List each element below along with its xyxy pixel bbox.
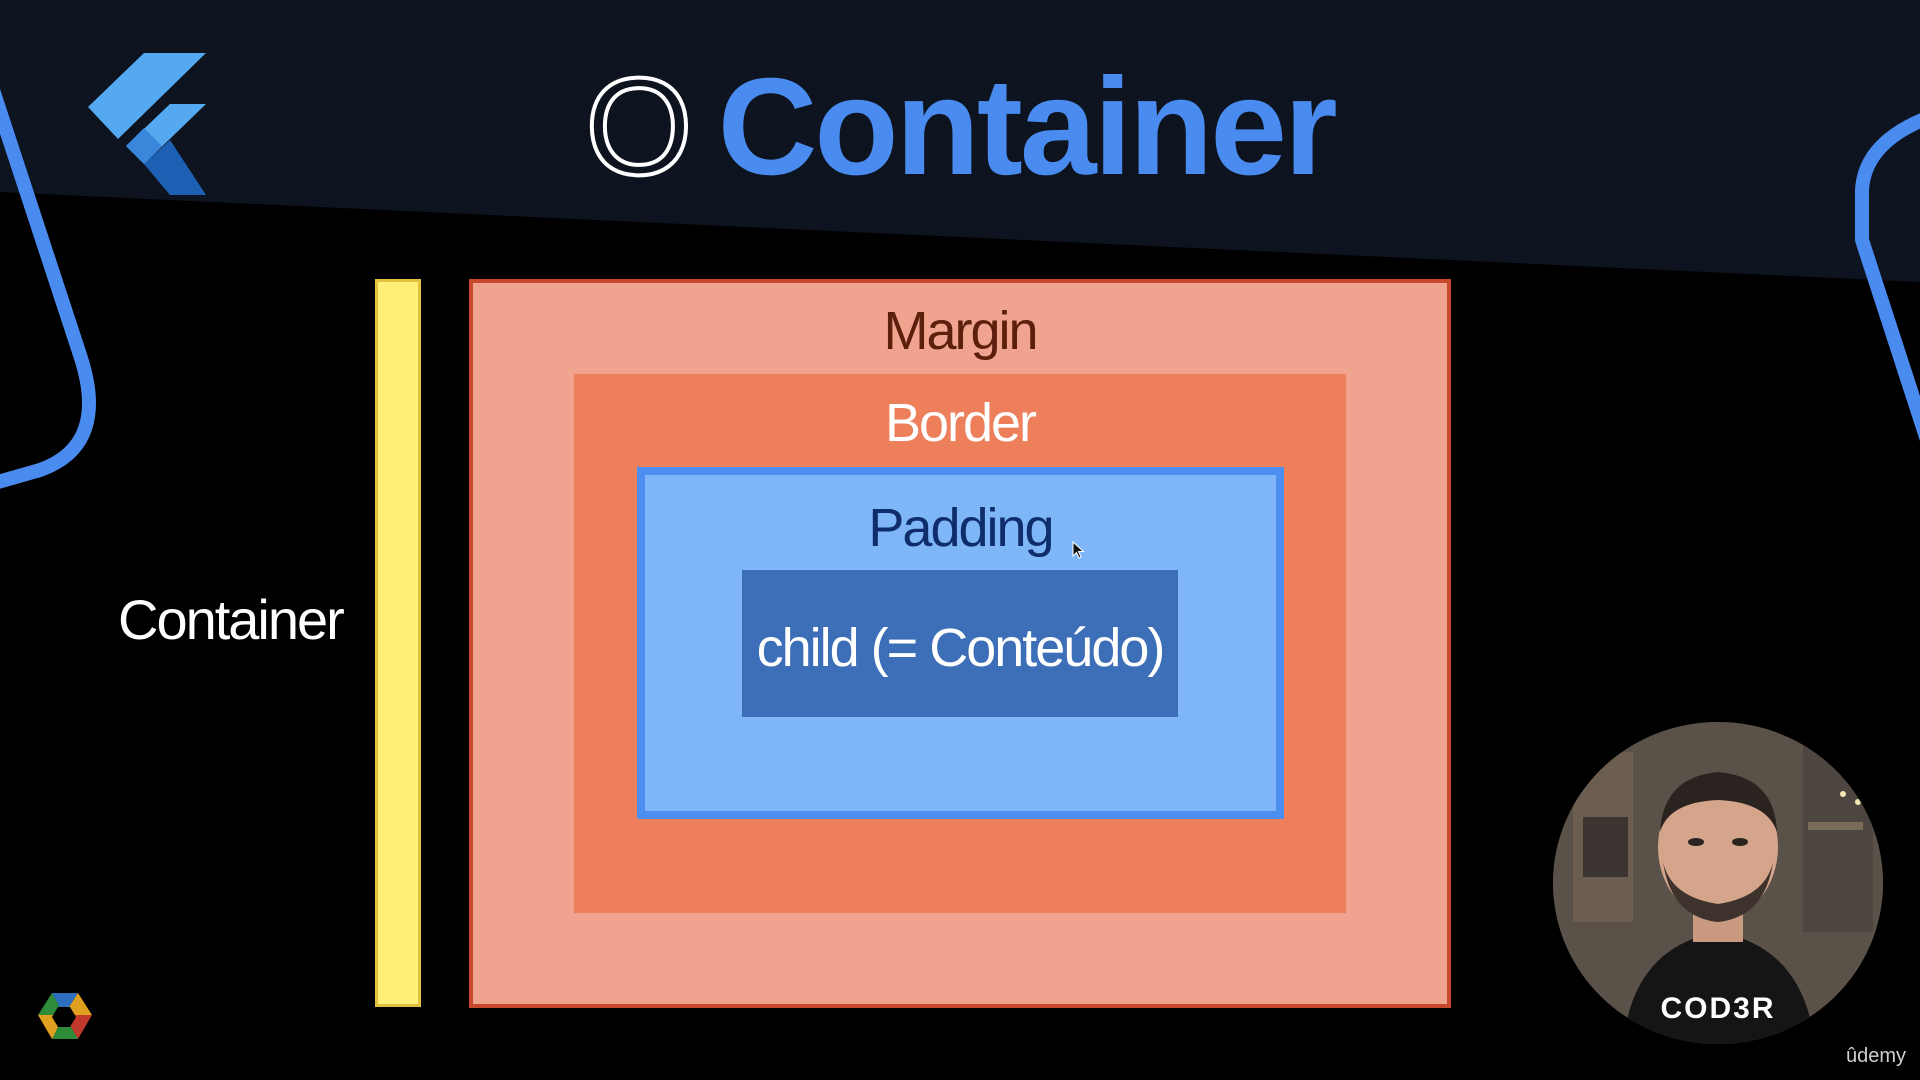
left-decorative-curve	[0, 88, 96, 489]
title-main: Container	[717, 50, 1338, 204]
mouse-cursor-icon	[1072, 541, 1085, 559]
udemy-watermark: ûdemy	[1845, 1045, 1906, 1067]
container-extent-bar	[375, 279, 421, 1007]
presenter-video: COD3R	[1553, 722, 1883, 1044]
shirt-text: COD3R	[1660, 992, 1775, 1025]
container-side-label: Container	[118, 588, 345, 651]
right-decorative-curve	[1855, 113, 1920, 442]
presenter-webcam: COD3R	[1553, 722, 1883, 1044]
margin-label: Margin	[883, 301, 1038, 361]
title-prefix: O	[583, 50, 694, 204]
padding-label: Padding	[868, 498, 1054, 558]
border-label: Border	[884, 393, 1037, 453]
cod3r-logo-icon	[38, 993, 92, 1039]
header-band	[0, 0, 1920, 282]
flutter-logo-icon	[88, 53, 206, 195]
child-box	[742, 570, 1178, 717]
child-label: child (= Conteúdo)	[756, 618, 1166, 678]
